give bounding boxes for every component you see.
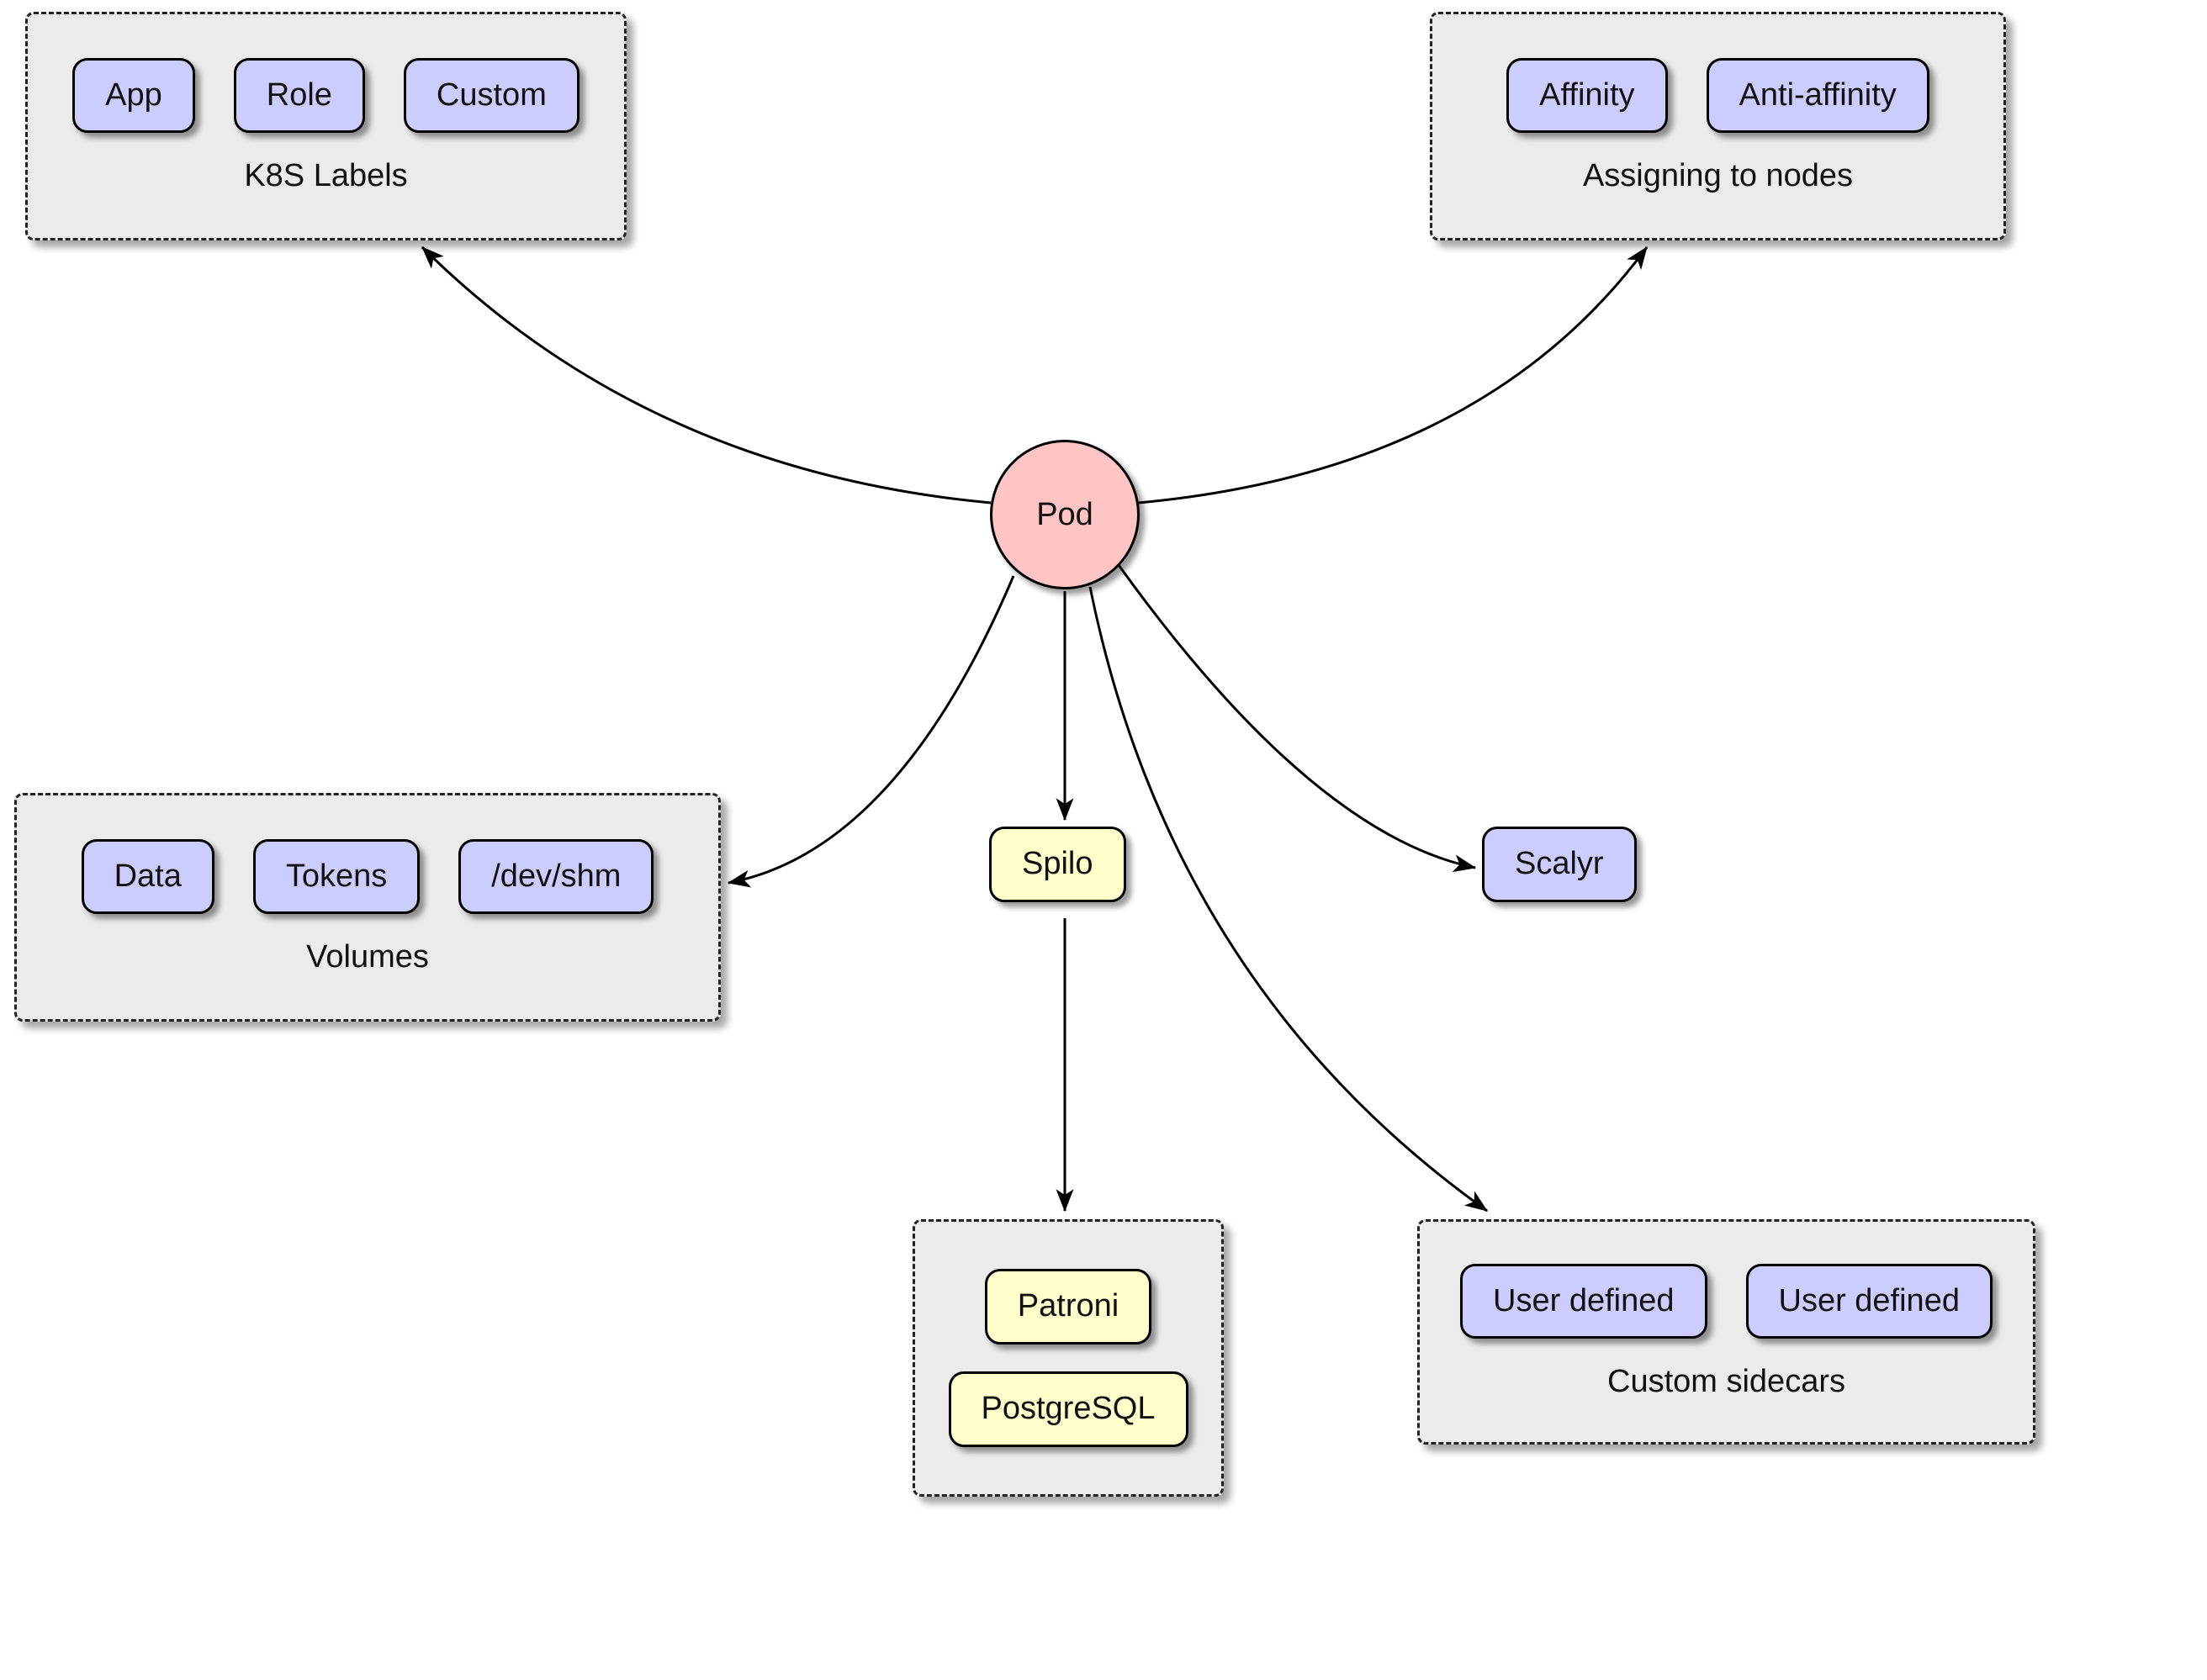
edge-pod-scalyr bbox=[1117, 564, 1477, 873]
custom-sidecars-row: User defined User defined bbox=[1460, 1263, 1993, 1339]
node-role: Role bbox=[233, 57, 365, 134]
group-custom-sidecars: User defined User defined Custom sidecar… bbox=[1417, 1219, 2035, 1445]
group-assigning-to-nodes: Affinity Anti-affinity Assigning to node… bbox=[1430, 12, 2006, 240]
k8s-labels-title: K8S Labels bbox=[244, 158, 408, 194]
edge-pod-k8s-labels bbox=[421, 246, 992, 505]
node-user-defined-1: User defined bbox=[1460, 1263, 1707, 1339]
node-dev-shm: /dev/shm bbox=[458, 838, 654, 915]
pod-node: Pod bbox=[990, 440, 1140, 589]
node-scalyr: Scalyr bbox=[1482, 827, 1637, 902]
group-k8s-labels: App Role Custom K8S Labels bbox=[25, 12, 627, 240]
node-custom: Custom bbox=[403, 57, 580, 134]
node-tokens: Tokens bbox=[252, 838, 421, 915]
node-affinity: Affinity bbox=[1506, 57, 1668, 134]
custom-sidecars-title: Custom sidecars bbox=[1607, 1364, 1845, 1400]
node-postgresql: PostgreSQL bbox=[948, 1371, 1188, 1447]
edge-pod-custom-sidecars bbox=[1088, 586, 1488, 1212]
node-user-defined-2: User defined bbox=[1745, 1263, 1993, 1339]
volumes-row: Data Tokens /dev/shm bbox=[81, 838, 654, 915]
edge-pod-assigning-to-nodes bbox=[1138, 246, 1649, 505]
node-patroni: Patroni bbox=[984, 1269, 1152, 1345]
assigning-title: Assigning to nodes bbox=[1582, 158, 1854, 194]
pod-label: Pod bbox=[1036, 496, 1093, 532]
k8s-labels-row: App Role Custom bbox=[72, 57, 580, 134]
assigning-row: Affinity Anti-affinity bbox=[1506, 57, 1929, 134]
node-spilo: Spilo bbox=[989, 827, 1126, 902]
volumes-title: Volumes bbox=[306, 939, 429, 975]
node-anti-affinity: Anti-affinity bbox=[1706, 57, 1929, 134]
node-app: App bbox=[72, 57, 195, 134]
spilo-internals-col: Patroni PostgreSQL bbox=[948, 1269, 1188, 1447]
group-volumes: Data Tokens /dev/shm Volumes bbox=[14, 793, 721, 1022]
group-spilo-internals: Patroni PostgreSQL bbox=[913, 1219, 1224, 1497]
edge-pod-volumes bbox=[727, 575, 1015, 888]
node-data: Data bbox=[81, 838, 214, 915]
